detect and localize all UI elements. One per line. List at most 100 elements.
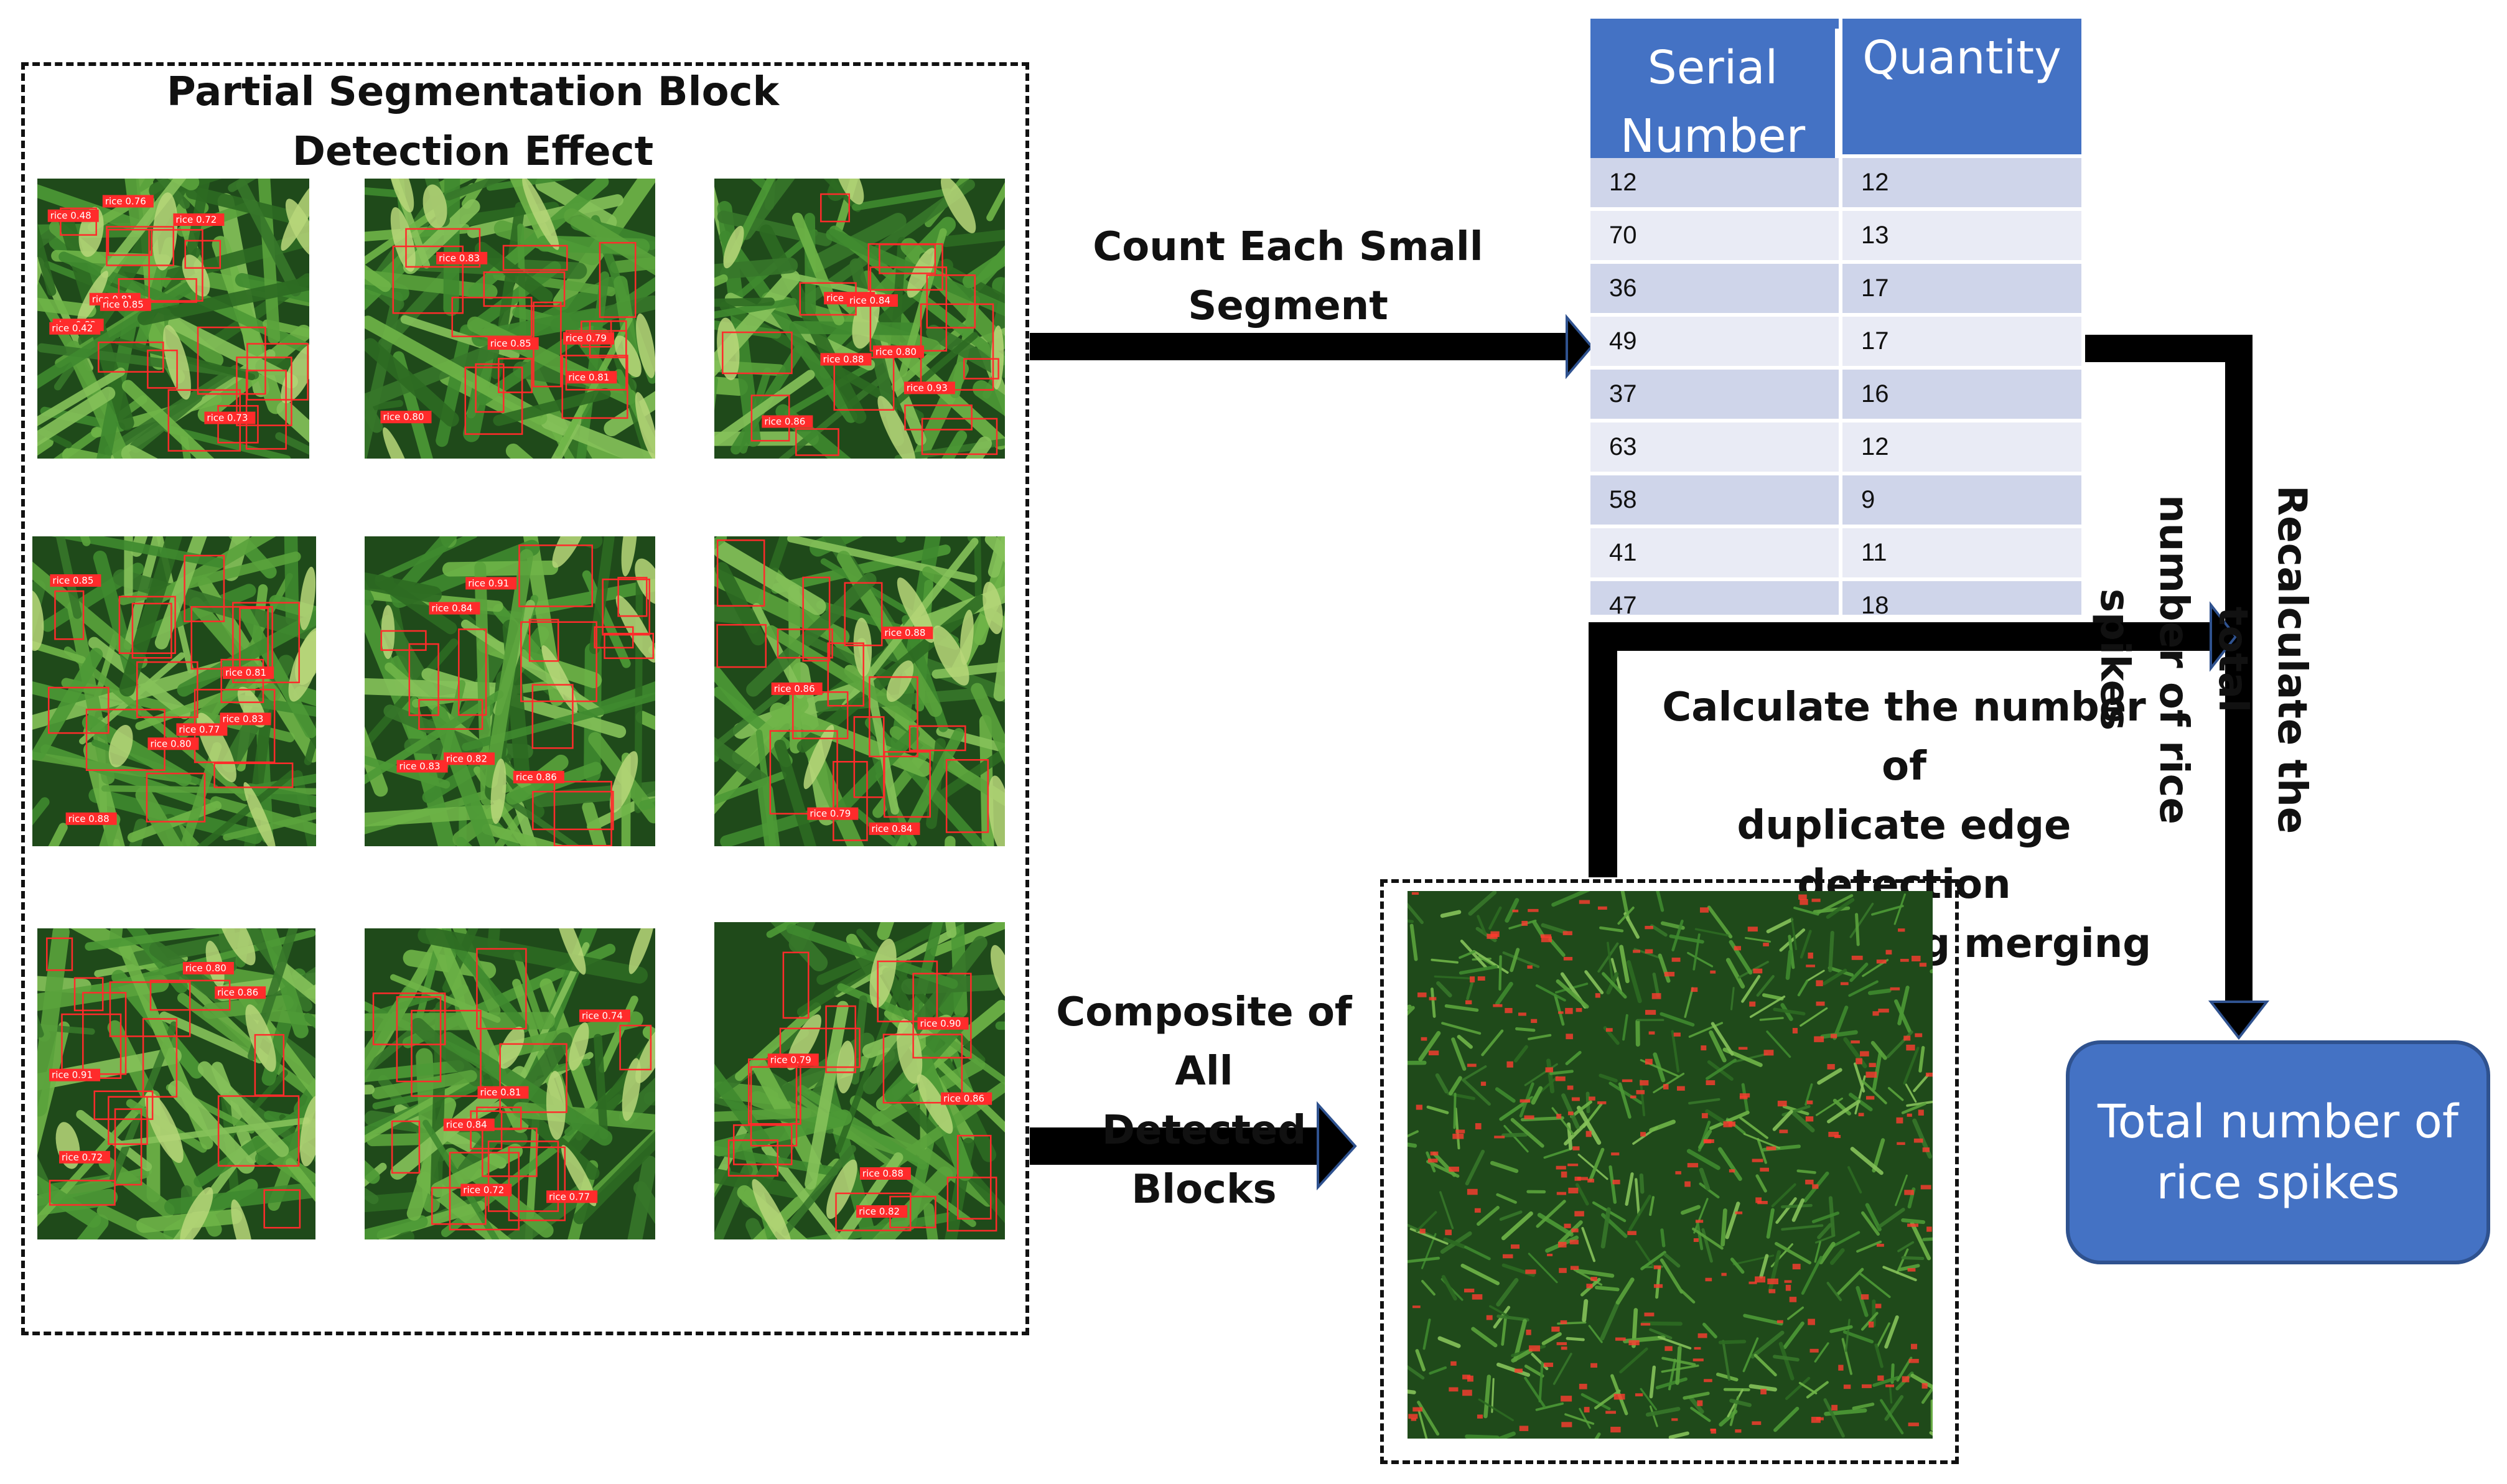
svg-text:rice 0.86: rice 0.86 — [516, 772, 557, 783]
panel-title-line2: Detection Effect — [292, 129, 654, 175]
svg-text:rice 0.79: rice 0.79 — [810, 808, 851, 819]
detection-label: rice 0.91 — [49, 1068, 101, 1081]
detection-label: rice 0.77 — [546, 1190, 598, 1203]
tile-image: rice 0.84 rice 0.72 rice 0.81 rice 0.74 rice… — [365, 928, 655, 1239]
svg-text:rice 0.81: rice 0.81 — [225, 667, 266, 678]
detection-label: rice 0.82 — [856, 1205, 908, 1218]
svg-text:rice 0.84: rice 0.84 — [446, 1119, 487, 1131]
count-label-line2: Segment — [1188, 283, 1388, 329]
cell-serial: 58 — [1590, 475, 1842, 525]
svg-text:rice 0.83: rice 0.83 — [399, 761, 441, 772]
svg-text:rice 0.79: rice 0.79 — [770, 1054, 811, 1065]
detection-label: rice 0.79 — [807, 807, 859, 820]
svg-text:rice 0.88: rice 0.88 — [823, 353, 864, 365]
svg-text:rice 0.74: rice 0.74 — [582, 1010, 623, 1021]
duplicate-label-line1: Calculate the number of — [1662, 684, 2146, 790]
cell-quantity: 16 — [1842, 370, 2085, 419]
cell-quantity: 12 — [1842, 158, 2085, 207]
count-label: Count Each Small Segment — [1070, 218, 1506, 336]
svg-text:rice 0.81: rice 0.81 — [568, 371, 609, 383]
svg-text:rice 0.91: rice 0.91 — [52, 1070, 93, 1081]
svg-text:rice 0.42: rice 0.42 — [52, 323, 93, 334]
detection-label: rice 0.80 — [147, 737, 199, 750]
detection-label: rice 0.74 — [579, 1009, 630, 1022]
svg-text:rice 0.82: rice 0.82 — [446, 753, 487, 764]
count-label-line1: Count Each Small — [1093, 224, 1483, 270]
detection-tile-9: rice 0.88 rice 0.86 rice 0.90 rice 0.79 rice… — [714, 922, 1005, 1239]
composite-label-line2: Detected Blocks — [1101, 1108, 1307, 1213]
svg-text:rice 0.80: rice 0.80 — [383, 411, 424, 422]
detection-label: rice 0.86 — [513, 770, 564, 783]
cell-serial: 70 — [1590, 211, 1842, 260]
svg-text:rice 0.86: rice 0.86 — [764, 416, 805, 427]
svg-text:rice 0.48: rice 0.48 — [50, 210, 91, 222]
cell-quantity: 17 — [1842, 264, 2085, 313]
composite-arrow — [1030, 1101, 1357, 1191]
svg-text:rice 0.79: rice 0.79 — [566, 333, 607, 344]
detection-label: rice 0.86 — [762, 415, 813, 428]
recalculate-connector — [2084, 335, 2270, 1040]
svg-text:rice 0.91: rice 0.91 — [468, 577, 509, 589]
count-arrow — [1030, 314, 1594, 380]
detection-label: rice 0.88 — [820, 353, 872, 366]
header-serial-line2: Number — [1590, 97, 1839, 166]
svg-text:rice 0.86: rice 0.86 — [943, 1093, 984, 1104]
svg-text:rice 0.81: rice 0.81 — [480, 1087, 521, 1098]
svg-text:rice 0.77: rice 0.77 — [549, 1191, 590, 1202]
tile-image: rice 0.85 rice 0.81 rice 0.80 rice 0.83 rice… — [365, 179, 655, 459]
detection-label: rice 0.84 — [443, 1118, 495, 1131]
header-serial-number: Serial Number — [1590, 19, 1842, 166]
result-line2: rice spikes — [2156, 1156, 2400, 1210]
svg-text:rice 0.83: rice 0.83 — [439, 253, 480, 264]
recalc-label-line1: Recalculate the total — [2210, 485, 2315, 834]
detection-tile-8: rice 0.84 rice 0.72 rice 0.81 rice 0.74 rice… — [365, 928, 655, 1239]
detection-label: rice 0.85 — [487, 337, 539, 350]
header-serial-line1: Serial — [1590, 29, 1839, 97]
svg-text:rice 0.72: rice 0.72 — [175, 214, 217, 225]
svg-text:rice 0.88: rice 0.88 — [884, 627, 925, 638]
tile-image: rice 0.88 rice 0.86 rice 0.90 rice 0.79 rice… — [714, 922, 1005, 1239]
header-quantity: Quantity — [1842, 19, 2085, 154]
composite-label-line1: Composite of All — [1056, 989, 1352, 1094]
panel-title-line1: Partial Segmentation Block — [166, 69, 780, 115]
svg-text:rice 0.72: rice 0.72 — [463, 1185, 504, 1196]
svg-text:rice 0.86: rice 0.86 — [774, 683, 815, 694]
svg-text:rice 0.76: rice 0.76 — [105, 195, 146, 207]
cell-quantity: 18 — [1842, 581, 2085, 615]
detection-label: rice 0.42 — [49, 322, 101, 335]
recalc-label: Recalculate the total number of rice spi… — [2084, 442, 2321, 877]
detection-label: rice 0.83 — [220, 712, 271, 726]
svg-text:rice 0.84: rice 0.84 — [849, 295, 890, 306]
panel-title: Partial Segmentation Block Detection Eff… — [93, 62, 852, 182]
cell-quantity: 17 — [1842, 317, 2085, 366]
detection-label: rice 0.72 — [460, 1183, 512, 1197]
svg-text:rice 0.77: rice 0.77 — [179, 724, 220, 735]
svg-text:rice 0.80: rice 0.80 — [185, 963, 226, 974]
svg-text:rice 0.88: rice 0.88 — [862, 1168, 903, 1179]
cell-serial: 49 — [1590, 317, 1842, 366]
svg-text:rice 0.86: rice 0.86 — [217, 987, 258, 998]
svg-text:rice 0.73: rice 0.73 — [207, 413, 248, 424]
result-line1: Total number of — [2097, 1095, 2458, 1149]
detection-label: rice 0.91 — [465, 577, 517, 590]
cell-serial: 41 — [1590, 528, 1842, 577]
detection-label: rice 0.86 — [215, 986, 266, 999]
detection-label: rice 0.83 — [396, 760, 448, 773]
detection-label: rice 0.72 — [173, 213, 225, 226]
cell-quantity: 12 — [1842, 422, 2085, 472]
table-header: Serial Number Quantity — [1590, 19, 2085, 166]
svg-text:rice 0.90: rice 0.90 — [920, 1018, 961, 1029]
svg-text:rice 0.88: rice 0.88 — [68, 813, 110, 824]
tile-image — [1408, 891, 1933, 1439]
svg-text:rice 0.82: rice 0.82 — [859, 1206, 900, 1217]
